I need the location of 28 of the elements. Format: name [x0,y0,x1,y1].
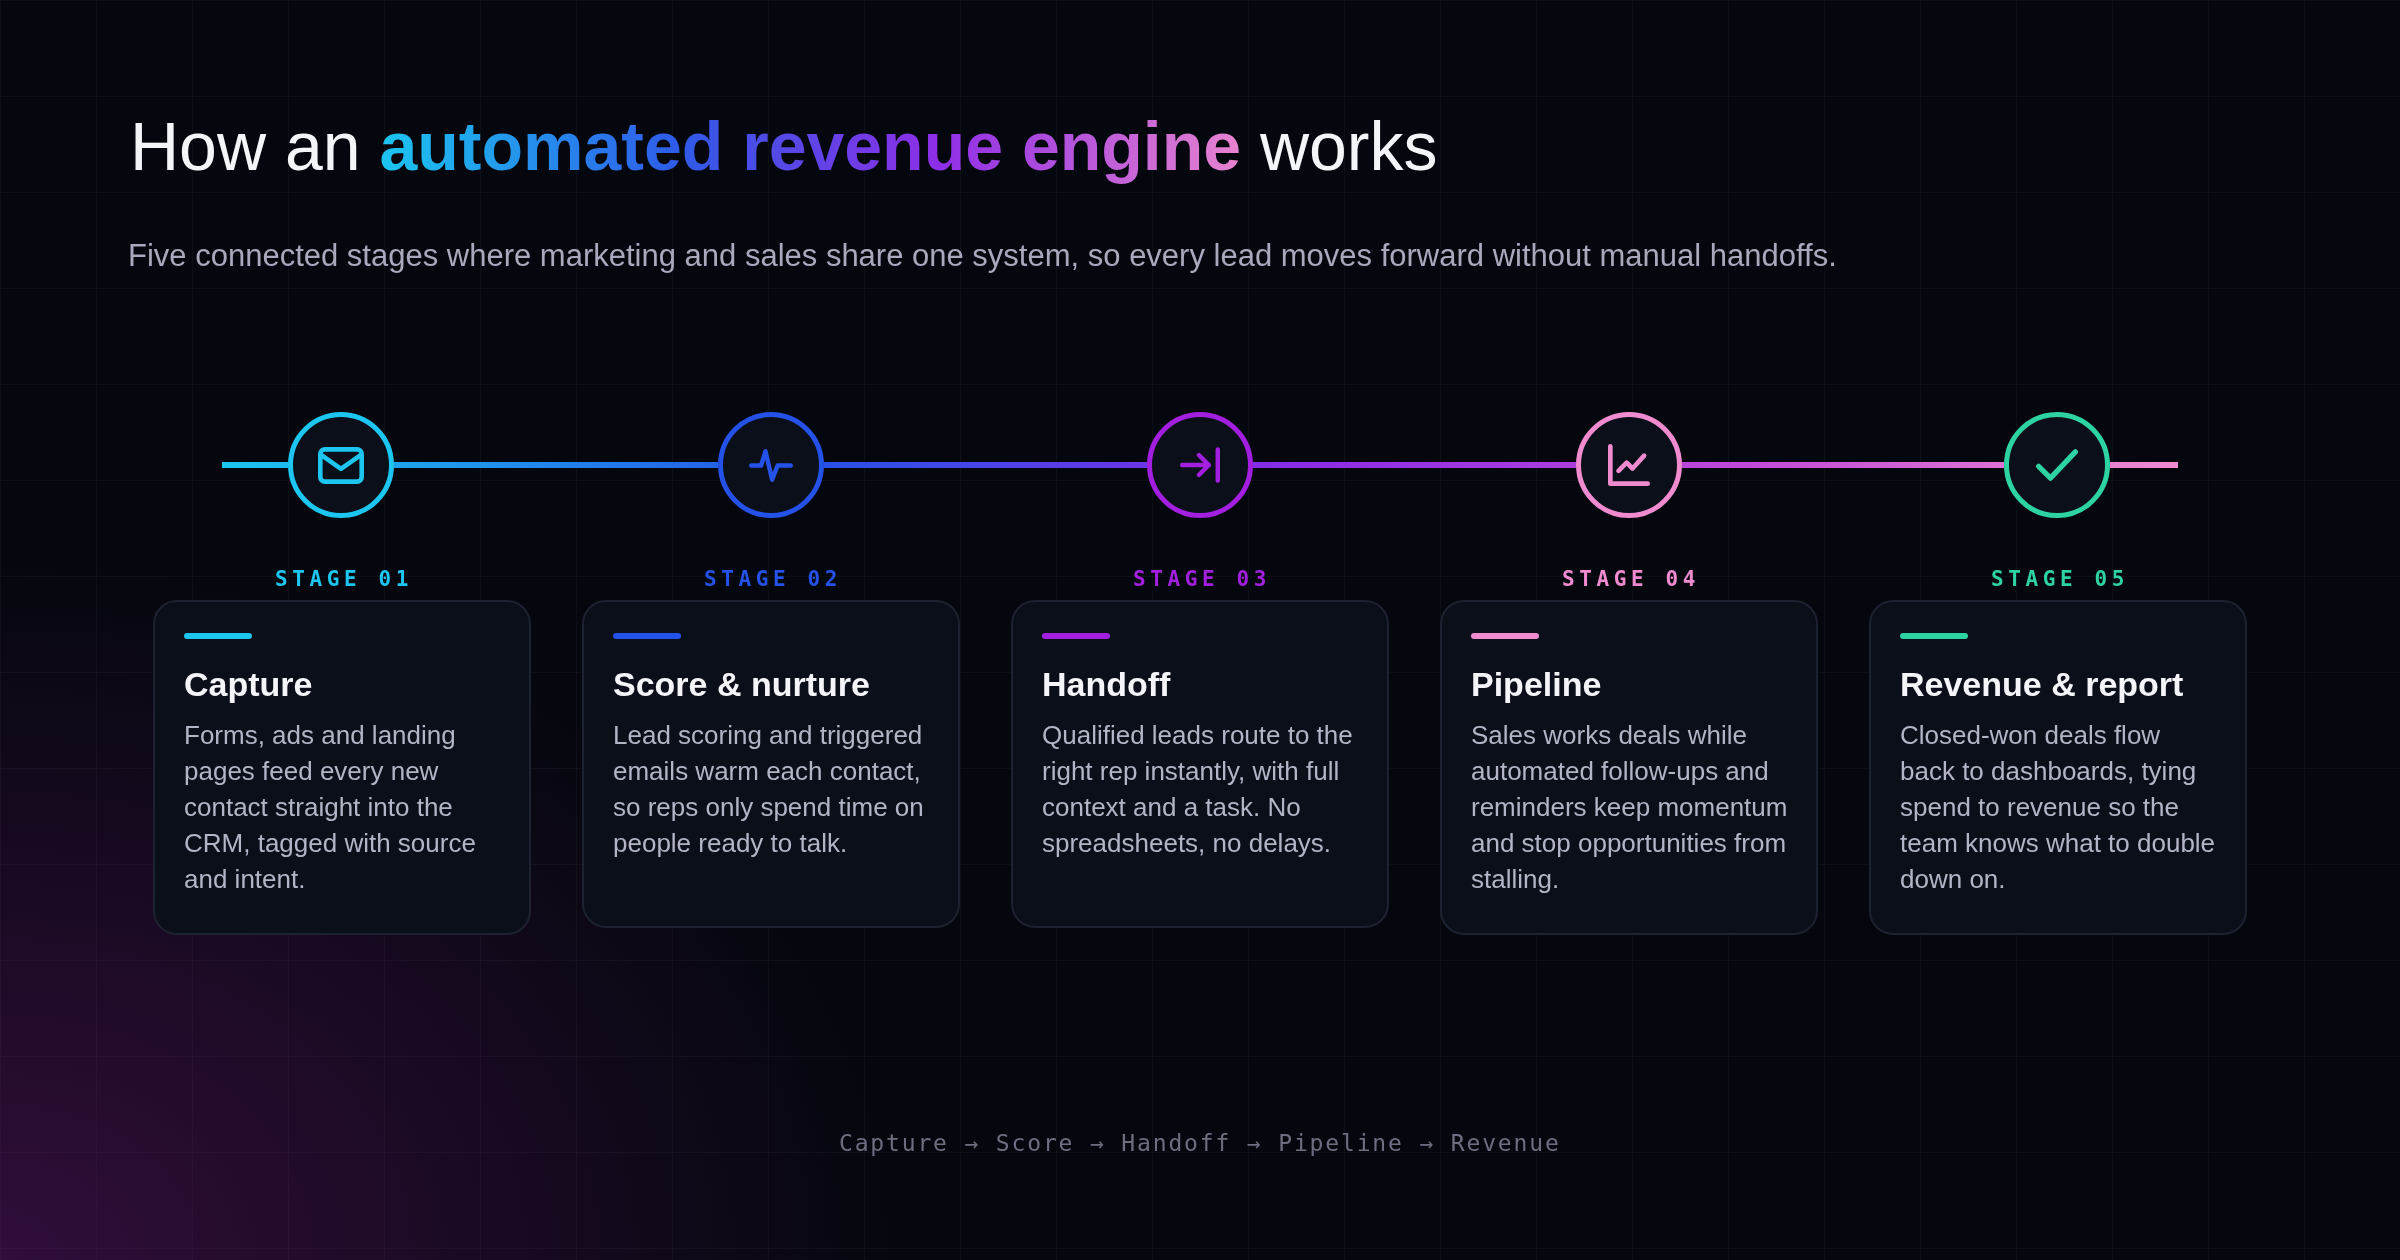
stage-label: STAGE 02 [704,566,843,592]
card-text: Lead scoring and triggered emails warm each contact, so reps only spend time on people ready to talk. [613,719,925,860]
card-title: Revenue & report [1900,664,2185,705]
card-title: Score & nurture [613,664,871,705]
card-text: Qualified leads route to the right rep instantly, with full context and a task. No spreadsheets, no delays. [1042,719,1354,860]
stage-card [1869,600,2247,935]
stage-label: STAGE 01 [275,566,414,592]
stage-label: STAGE 04 [1562,566,1701,592]
connector-line [1253,462,1576,468]
stage-label: STAGE 03 [1133,566,1272,592]
stage-card [1440,600,1818,935]
card-title: Capture [184,664,314,705]
footer-text: Capture → Score → Handoff → Pipeline → Revenue [839,1129,1561,1158]
stage-card [582,600,960,928]
stage-label: STAGE 05 [1991,566,2130,592]
subtitle: Five connected stages where marketing and sales share one system, so every lead moves forward without manual handoffs. [128,237,1837,275]
stage-card [153,600,531,935]
connector-line [1682,462,2004,468]
connector-line [824,462,1147,468]
connector-line [394,462,718,468]
card-text: Forms, ads and landing pages feed every new contact straight into the CRM, tagged with source and intent. [184,719,477,896]
card-text: Closed-won deals flow back to dashboards, tying spend to revenue so the team knows what to double down on. [1900,719,2217,896]
card-text: Sales works deals while automated follow-ups and reminders keep momentum and stop opportunities from stalling. [1471,719,1788,896]
connector-line [2110,462,2178,468]
connector-line [222,462,288,468]
card-title: Handoff [1042,664,1172,705]
card-title: Pipeline [1471,664,1603,705]
stage-card [1011,600,1389,928]
